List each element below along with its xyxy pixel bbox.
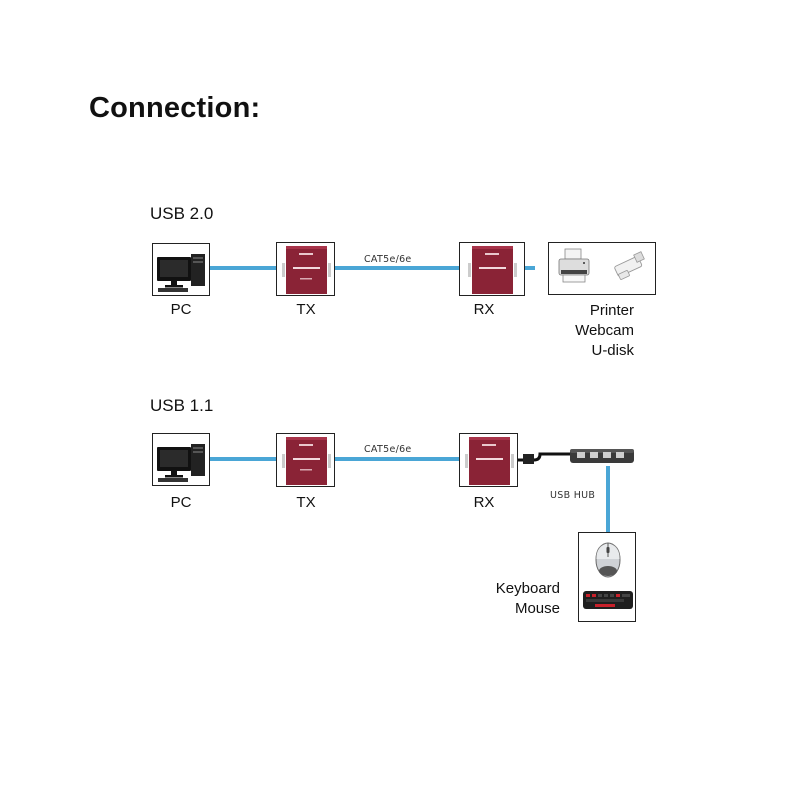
usb11-hub-device-cable [606,466,610,538]
usb20-heading: USB 2.0 [150,204,214,223]
usb11-rx-box [459,433,518,487]
usb20-tx-rx-cable [335,266,459,270]
usb-drive-icon [614,251,645,280]
usb11-tx-rx-cable [335,457,459,461]
usb20-tx-label: TX [296,301,316,318]
keyboard-icon [583,591,633,609]
usb11-cable-label: CAT5e/6e [364,444,412,455]
usb20-pc-tx-cable [210,266,276,270]
usb11-tx-box [276,433,335,487]
usb11-tx-label: TX [296,494,316,511]
pc-icon [157,444,205,482]
page-title: Connection: [89,92,261,124]
usb11-pc-tx-cable [210,457,276,461]
usb20-rx-label: RX [473,301,495,318]
usb20-pc-box [152,243,210,296]
extender-tx-icon [282,246,331,294]
usb11-devices-box [578,532,636,622]
usb11-device-list: Keyboard Mouse [470,579,560,619]
pc-icon [157,254,205,292]
usb11-pc-box [152,433,210,486]
device-label-keyboard: Keyboard [495,580,560,597]
extender-rx-icon [465,437,514,485]
device-label-udisk: U-disk [591,342,634,359]
printer-icon [558,248,590,283]
usb20-device-list: Printer Webcam U-disk [550,301,634,361]
usb20-cable-label: CAT5e/6e [364,254,412,265]
usb11-pc-label: PC [170,494,192,511]
mouse-icon [595,542,621,578]
device-label-printer: Printer [589,302,634,319]
extender-rx-icon [468,246,517,294]
usb20-tx-box [276,242,335,296]
usb20-rx-device-cable [525,266,535,270]
usb11-rx-label: RX [473,494,495,511]
usb11-heading: USB 1.1 [150,396,214,415]
usb-hub-label: USB HUB [550,490,596,501]
usb20-pc-label: PC [170,301,192,318]
device-label-mouse: Mouse [514,600,560,617]
device-label-webcam: Webcam [575,322,634,339]
usb20-devices-box [548,242,656,295]
extender-tx-icon [282,437,331,485]
usb20-rx-box [459,242,525,296]
